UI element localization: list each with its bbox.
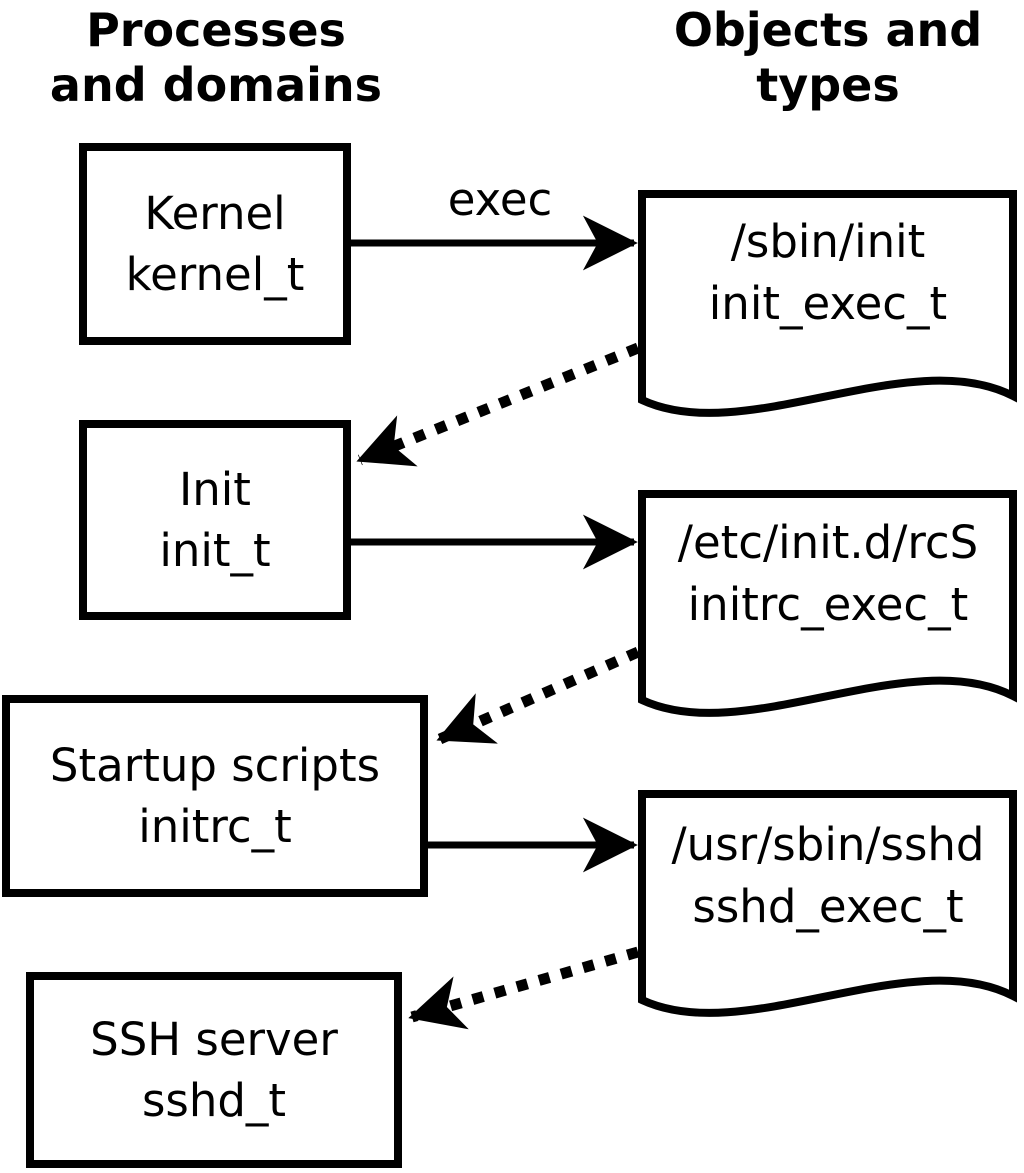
object-type: sshd_exec_t [692, 880, 964, 933]
right-column-header: Objects and types [633, 3, 1023, 113]
process-name: Kernel [144, 187, 286, 240]
document-shape-etc-initd-rcs [638, 490, 1017, 717]
left-column-header-line2: and domains [49, 58, 383, 112]
process-name: SSH server [90, 1013, 338, 1066]
object-label-etc-initd-rcs: /etc/init.d/rcS initrc_exec_t [642, 512, 1014, 636]
left-column-header: Processes and domains [0, 3, 432, 113]
right-column-header-line2: types [756, 58, 900, 112]
process-box-startup-scripts: Startup scripts initrc_t [2, 695, 428, 897]
right-column-header-line1: Objects and [673, 3, 983, 57]
process-domain-type: init_t [159, 524, 271, 577]
transition-arrow-sbin-init-to-init-t [356, 342, 641, 467]
document-shape-sbin-init [638, 190, 1017, 417]
process-box-kernel: Kernel kernel_t [79, 143, 351, 345]
object-path: /etc/init.d/rcS [677, 516, 979, 569]
process-box-ssh-server: SSH server sshd_t [26, 972, 402, 1168]
left-column-header-line1: Processes [86, 3, 346, 57]
process-name: Init [179, 463, 251, 516]
process-domain-type: initrc_t [138, 800, 292, 853]
exec-arrow-label: exec [447, 173, 553, 226]
transition-arrow-sshd-to-sshd-t [408, 946, 640, 1030]
process-name: Startup scripts [49, 739, 381, 792]
object-label-usr-sbin-sshd: /usr/sbin/sshd sshd_exec_t [642, 814, 1014, 938]
object-type: init_exec_t [708, 277, 948, 330]
document-shape-usr-sbin-sshd [638, 790, 1017, 1017]
process-domain-type: sshd_t [141, 1074, 287, 1127]
object-path: /usr/sbin/sshd [671, 818, 985, 871]
object-type: initrc_exec_t [687, 578, 969, 631]
object-label-sbin-init: /sbin/init init_exec_t [642, 211, 1014, 335]
process-domain-type: kernel_t [125, 248, 305, 301]
transition-arrow-rcs-to-initrc-t [436, 646, 641, 745]
object-path: /sbin/init [730, 215, 926, 268]
process-box-init: Init init_t [79, 420, 351, 620]
